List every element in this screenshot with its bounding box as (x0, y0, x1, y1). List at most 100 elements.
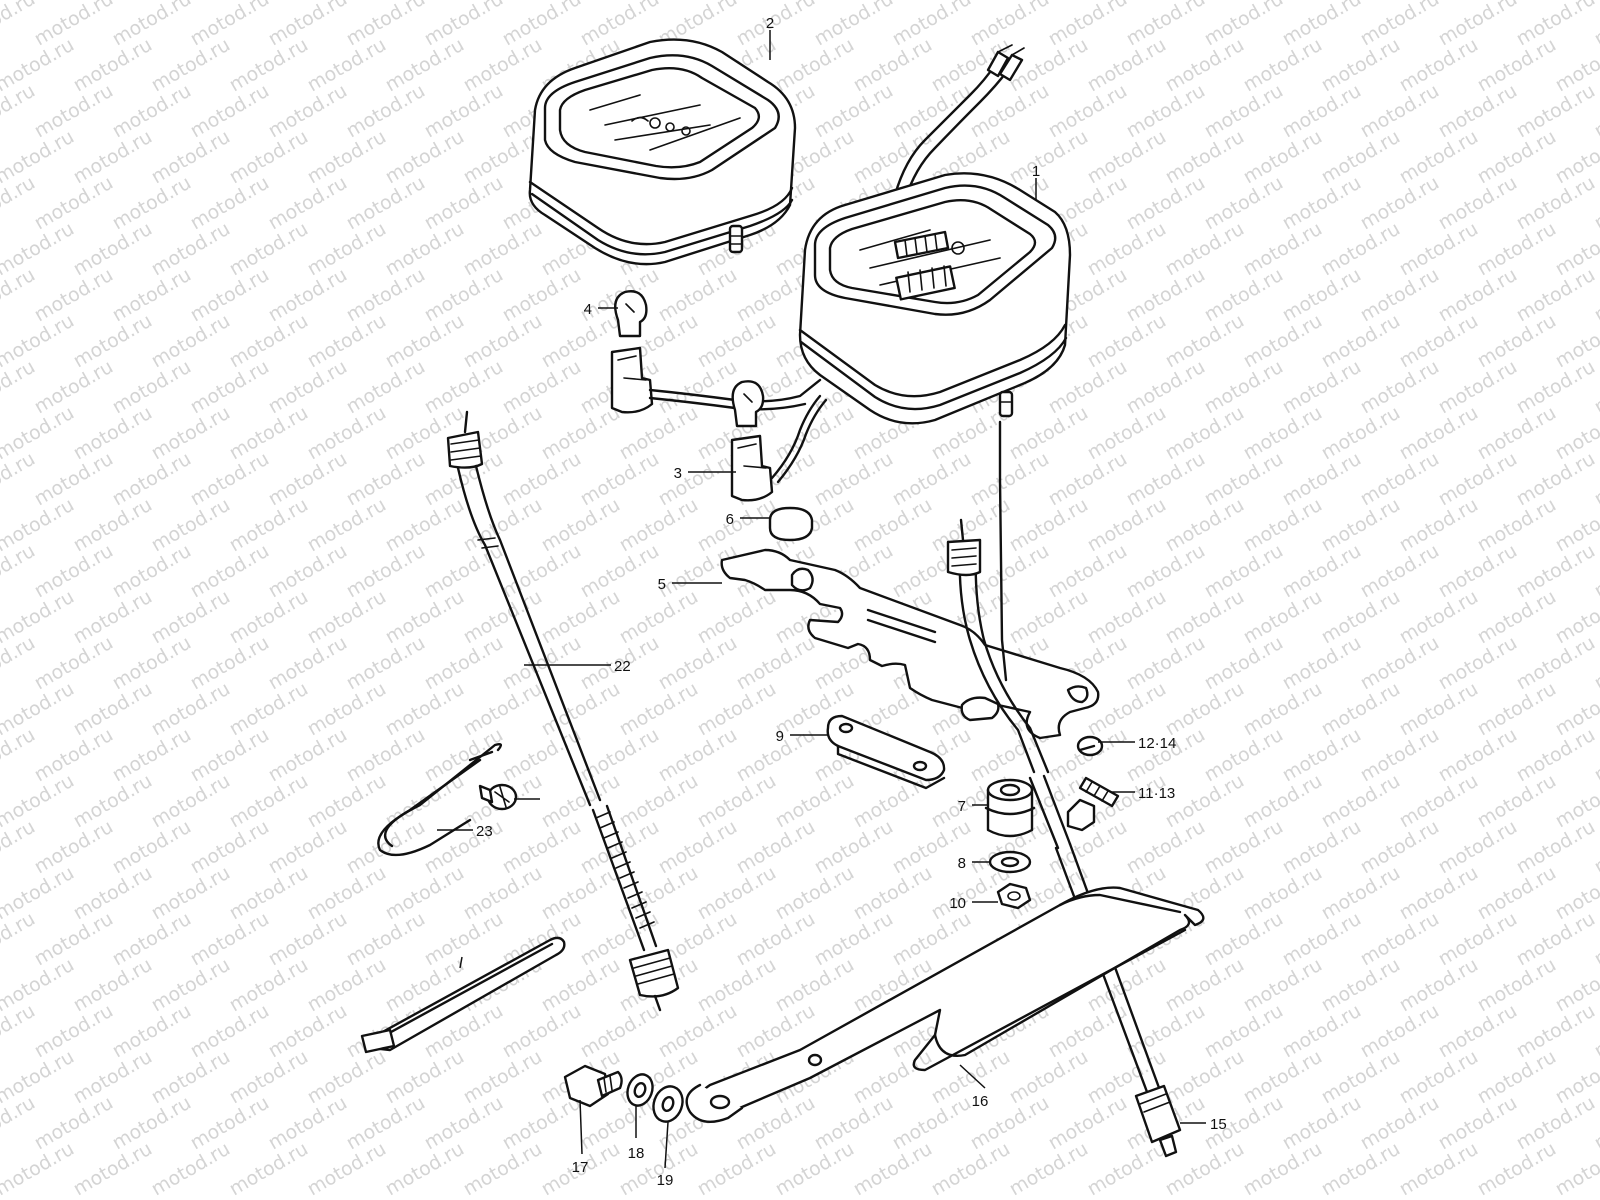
watermark-text: motod.ru (1240, 770, 1326, 833)
watermark-text: motod.ru (187, 172, 273, 235)
watermark-text: motod.ru (31, 0, 117, 50)
watermark-text: motod.ru (1045, 1092, 1131, 1155)
watermark-text: motod.ru (31, 1092, 117, 1155)
watermark-text: motod.ru (1435, 356, 1521, 419)
tachometer-gauge (528, 38, 797, 266)
watermark-text: motod.ru (1513, 724, 1599, 787)
watermark-text: motod.ru (226, 954, 312, 1017)
watermark-text: motod.ru (1357, 448, 1443, 511)
watermark-text: motod.ru (499, 816, 585, 879)
watermark-text: motod.ru (343, 356, 429, 419)
watermark-text: motod.ru (1357, 356, 1443, 419)
watermark-text: motod.ru (694, 494, 780, 557)
watermark-text: motod.ru (1552, 1138, 1600, 1200)
watermark-text: motod.ru (1279, 80, 1365, 143)
watermark-text: motod.ru (109, 0, 195, 50)
watermark-text: motod.ru (1162, 34, 1248, 97)
watermark-text: motod.ru (109, 1092, 195, 1155)
watermark-text: motod.ru (733, 816, 819, 879)
watermark-text: motod.ru (70, 34, 156, 97)
watermark-text: motod.ru (382, 218, 468, 281)
watermark-text: motod.ru (109, 816, 195, 879)
leader-lines (437, 30, 1206, 1169)
watermark-text: motod.ru (382, 34, 468, 97)
watermark-text: motod.ru (70, 770, 156, 833)
watermark-text: motod.ru (1240, 494, 1326, 557)
watermark-text: motod.ru (148, 126, 234, 189)
watermark-text: motod.ru (31, 540, 117, 603)
stay-16 (685, 886, 1205, 1124)
watermark-text: motod.ru (1513, 632, 1599, 695)
callout-3: 3 (674, 465, 682, 482)
watermark-text: motod.ru (31, 264, 117, 327)
watermark-text: motod.ru (577, 448, 663, 511)
watermark-text: motod.ru (148, 310, 234, 373)
watermark-text: motod.ru (265, 172, 351, 235)
callout-7: 7 (958, 798, 966, 815)
wire-clip-21 (377, 742, 503, 857)
watermark-text: motod.ru (187, 540, 273, 603)
watermark-text: motod.ru (226, 586, 312, 649)
watermark-text: motod.ru (850, 494, 936, 557)
watermark-text: motod.ru (1318, 494, 1404, 557)
watermark-text: motod.ru (1279, 632, 1365, 695)
watermark-text: motod.ru (1357, 632, 1443, 695)
watermark-text: motod.ru (1474, 402, 1560, 465)
watermark-text: motod.ru (1045, 0, 1131, 50)
watermark-text: motod.ru (187, 908, 273, 971)
watermark-text: motod.ru (1201, 172, 1287, 235)
watermark-text: motod.ru (148, 678, 234, 741)
watermark-text: motod.ru (382, 494, 468, 557)
watermark-text: motod.ru (109, 540, 195, 603)
callout-21: 23 (476, 823, 493, 840)
watermark-text: motod.ru (148, 770, 234, 833)
watermark-text: motod.ru (499, 724, 585, 787)
watermark-text: motod.ru (382, 862, 468, 925)
watermark-text: motod.ru (1084, 34, 1170, 97)
watermark-text: motod.ru (1123, 1000, 1209, 1063)
watermark-text: motod.ru (1474, 34, 1560, 97)
watermark-text: motod.ru (1513, 264, 1599, 327)
watermark-text: motod.ru (772, 34, 858, 97)
watermark-text: motod.ru (148, 1138, 234, 1200)
watermark-text: motod.ru (889, 0, 975, 50)
watermark-text: motod.ru (226, 678, 312, 741)
watermark-text: motod.ru (343, 264, 429, 327)
watermark-text: motod.ru (1396, 770, 1482, 833)
callout-16: 16 (972, 1093, 989, 1110)
watermark-text: motod.ru (304, 218, 390, 281)
watermark-text: motod.ru (772, 954, 858, 1017)
watermark-text: motod.ru (1396, 34, 1482, 97)
watermark-text: motod.ru (1201, 356, 1287, 419)
watermark-text: motod.ru (1045, 448, 1131, 511)
watermark-text: motod.ru (187, 356, 273, 419)
watermark-text: motod.ru (694, 770, 780, 833)
watermark-text: motod.ru (1513, 172, 1599, 235)
watermark-text: motod.ru (1201, 724, 1287, 787)
watermark-text: motod.ru (148, 402, 234, 465)
watermark-text: motod.ru (148, 34, 234, 97)
watermark-text: motod.ru (460, 310, 546, 373)
callout-2: 2 (766, 15, 774, 32)
watermark-text: motod.ru (304, 586, 390, 649)
watermark-text: motod.ru (187, 0, 273, 50)
watermark-text: motod.ru (1396, 1046, 1482, 1109)
watermark-text: motod.ru (31, 632, 117, 695)
watermark-text: motod.ru (1357, 724, 1443, 787)
washer-12-14 (1076, 735, 1104, 757)
watermark-text: motod.ru (421, 356, 507, 419)
watermark-text: motod.ru (1201, 1000, 1287, 1063)
watermark-text: motod.ru (1279, 540, 1365, 603)
watermark-text: motod.ru (226, 126, 312, 189)
watermark-text: motod.ru (421, 172, 507, 235)
watermark-text: motod.ru (1123, 80, 1209, 143)
watermark-text: motod.ru (1045, 1000, 1131, 1063)
watermark-text: motod.ru (1396, 218, 1482, 281)
watermark-text: motod.ru (70, 678, 156, 741)
watermark-text: motod.ru (694, 586, 780, 649)
callout-12-14: 12·14 (1138, 735, 1176, 752)
speedometer-gauge (798, 172, 1072, 425)
watermark-text: motod.ru (1513, 908, 1599, 971)
watermark-text: motod.ru (148, 954, 234, 1017)
